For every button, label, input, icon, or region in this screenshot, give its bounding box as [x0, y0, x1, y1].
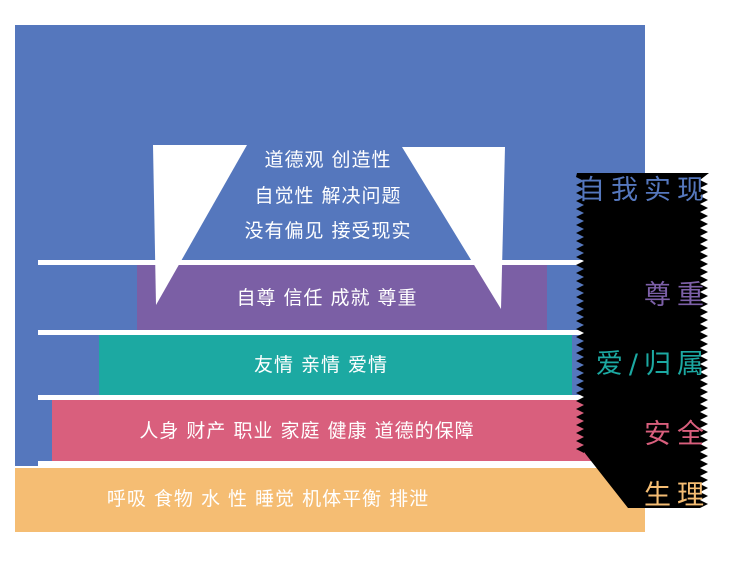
side-label-safety: 安全 [644, 419, 710, 450]
esteem-items: 自尊 信任 成就 尊重 [236, 287, 418, 309]
side-label-physiological: 生理 [644, 480, 710, 511]
self-actualization-line-2: 自觉性 解决问题 [254, 185, 402, 207]
side-label-self-actualization: 自我实现 [578, 175, 710, 206]
safety-items: 人身 财产 职业 家庭 健康 道德的保障 [139, 420, 475, 442]
love-belonging-items: 友情 亲情 爱情 [253, 354, 389, 376]
tier-physiological [15, 468, 645, 532]
tier-separator-2 [38, 330, 645, 335]
tier-love-belonging [99, 335, 572, 395]
physiological-items: 呼吸 食物 水 性 睡觉 机体平衡 排泄 [106, 488, 430, 510]
tier-safety [52, 400, 600, 461]
tier-separator-3 [38, 395, 645, 400]
side-label-love-belonging: 爱/归属 [595, 349, 710, 380]
tier-separator-4 [38, 461, 645, 466]
self-actualization-line-3: 没有偏见 接受现实 [244, 220, 412, 242]
side-label-esteem: 尊重 [644, 280, 710, 311]
tier-separator-1 [38, 260, 645, 265]
self-actualization-line-1: 道德观 创造性 [264, 149, 392, 171]
